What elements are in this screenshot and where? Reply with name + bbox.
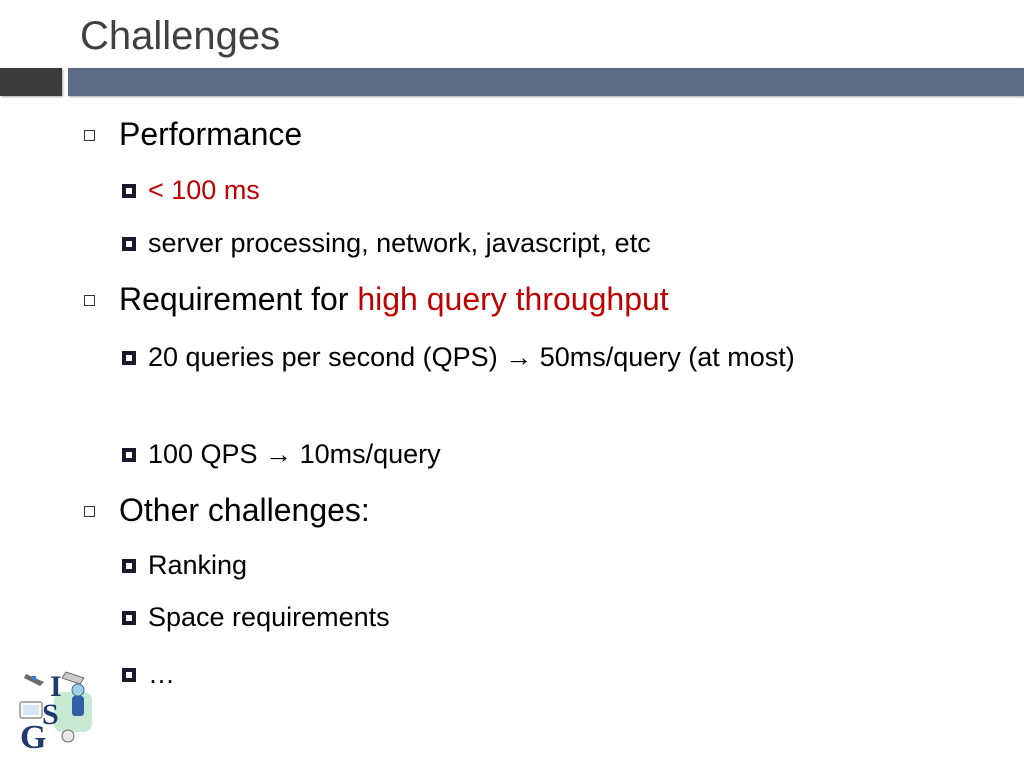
isg-logo: I S G [19,670,92,754]
hollow-square-bullet-icon [84,295,95,306]
bullet-requirement: Requirement for high query throughput [80,279,669,319]
filled-square-bullet-icon [122,668,136,682]
logo-person-body [72,696,84,716]
sub-bullet-qps100: 100 QPS → 10ms/query [118,434,978,474]
sub-bullet-ranking: Ranking [118,545,978,585]
sub-bullet-qps20-text: 20 queries per second (QPS) → 50ms/query… [148,337,968,377]
logo-device [61,671,85,685]
sub-bullet-latency: < 100 ms [118,170,978,210]
sub-bullet-qps100-part1: 100 QPS [148,439,266,469]
sub-bullet-components-text: server processing, network, javascript, … [148,228,651,258]
sub-bullet-ellipsis: … [118,654,978,694]
bullet-performance: Performance [80,114,302,154]
title-bar-blue-segment [68,68,1024,96]
sub-bullet-qps100-text: 100 QPS → 10ms/query [148,434,968,474]
logo-disc [61,729,75,743]
svg-text:I: I [50,670,62,703]
logo-person-head [71,683,85,697]
sub-bullet-qps20-part2: 50ms/query (at most) [532,342,795,372]
sub-bullet-qps100-part2: 10ms/query [292,439,441,469]
filled-square-bullet-icon [122,611,136,625]
sub-bullet-space-text: Space requirements [148,602,390,632]
logo-screen-inner [23,705,39,715]
filled-square-bullet-icon [122,237,136,251]
svg-text:G: G [20,719,46,754]
bullet-other-challenges: Other challenges: [80,490,370,530]
sub-bullet-components: server processing, network, javascript, … [118,223,978,263]
right-arrow-icon: → [265,439,293,469]
bullet-requirement-label: Requirement for high query throughput [119,279,669,319]
filled-square-bullet-icon [122,559,136,573]
filled-square-bullet-icon [122,351,136,365]
filled-square-bullet-icon [122,448,136,462]
hollow-square-bullet-icon [84,130,95,141]
sub-bullet-ranking-text: Ranking [148,550,248,580]
sub-bullet-latency-text: < 100 ms [148,175,260,205]
filled-square-bullet-icon [122,184,136,198]
logo-satellite-panel [32,676,36,680]
hollow-square-bullet-icon [84,506,95,517]
bullet-performance-label: Performance [119,116,303,152]
sub-bullet-ellipsis-text: … [148,659,175,689]
bullet-other-challenges-label: Other challenges: [119,492,370,528]
sub-bullet-space: Space requirements [118,597,978,637]
slide-title: Challenges [80,14,281,58]
sub-bullet-qps20: 20 queries per second (QPS) → 50ms/query… [118,337,978,377]
bullet-requirement-highlight: high query throughput [357,281,669,317]
title-bar-dark-segment [0,68,62,96]
sub-bullet-qps20-part1: 20 queries per second (QPS) [148,342,506,372]
right-arrow-icon: → [505,342,533,372]
svg-text:S: S [42,698,59,731]
bullet-requirement-prefix: Requirement for [119,281,358,317]
